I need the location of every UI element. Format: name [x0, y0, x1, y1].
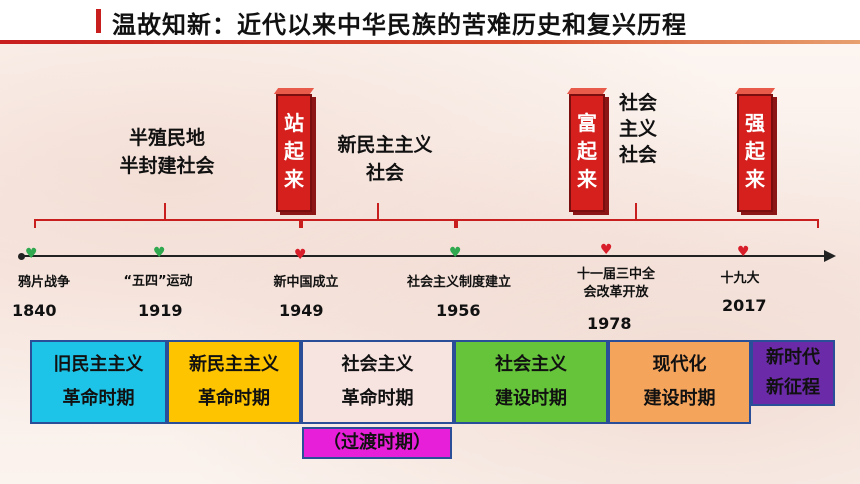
phase-socialist-revolution: 社会主义 革命时期 — [301, 340, 454, 424]
banner-get-rich: 富 起 来 — [569, 94, 605, 212]
phase-line: 旧民主主义 — [53, 354, 144, 375]
event-label-opium-war: 鸦片战争 — [17, 275, 70, 290]
period-label-line: 半殖民地 — [128, 127, 205, 149]
year-label: 1840 — [12, 301, 57, 320]
event-label-line: 会改革开放 — [583, 285, 649, 300]
brace-socialism — [456, 203, 819, 228]
event-label-line: 十一届三中全 — [576, 267, 655, 282]
period-label-line: 半封建社会 — [119, 155, 215, 177]
banner-char: 站 — [284, 111, 304, 135]
heart-marker-icon: ♥ — [153, 245, 166, 261]
timeline-arrow — [824, 250, 836, 262]
banner-char: 来 — [284, 167, 304, 191]
banner-become-strong: 强 起 来 — [737, 94, 773, 212]
phase-socialist-construction: 社会主义 建设时期 — [454, 340, 608, 424]
period-label-line: 主义 — [618, 118, 657, 140]
banner-char: 强 — [745, 111, 765, 135]
phase-line: 革命时期 — [62, 388, 135, 409]
year-label: 1956 — [436, 301, 481, 320]
phase-line: 社会主义 — [495, 354, 567, 375]
phase-line: 革命时期 — [341, 388, 414, 409]
heart-marker-icon: ♥ — [294, 247, 307, 263]
phase-line: 现代化 — [652, 354, 707, 375]
phase-new-era: 新时代 新征程 — [751, 340, 835, 406]
phase-transition-note: （过渡时期） — [302, 427, 452, 459]
event-label-socialist-system: 社会主义制度建立 — [406, 275, 511, 290]
title-accent-bar — [96, 9, 101, 33]
phase-line: 革命时期 — [198, 388, 270, 409]
brace-new-democratic — [301, 203, 456, 228]
phase-line: 新民主主义 — [189, 354, 279, 375]
title-bar: 温故知新：近代以来中华民族的苦难历史和复兴历程 — [0, 0, 860, 44]
period-label-line: 社会 — [618, 92, 657, 114]
phase-line: 新时代 — [766, 347, 820, 368]
heart-marker-icon: ♥ — [25, 246, 38, 262]
period-label-line: 新民主主义 — [337, 134, 433, 156]
period-label-semi-colonial: 半殖民地 半封建社会 — [92, 124, 242, 180]
year-label: 2017 — [722, 296, 767, 315]
phase-line: 社会主义 — [341, 354, 414, 375]
phase-line: 新征程 — [766, 377, 820, 398]
year-label: 1919 — [138, 301, 183, 320]
brace-semi-colonial — [34, 203, 301, 228]
page-title: 温故知新：近代以来中华民族的苦难历史和复兴历程 — [112, 11, 687, 39]
banner-char: 起 — [745, 139, 765, 163]
phase-line: 建设时期 — [495, 388, 567, 409]
period-label-line: 社会 — [618, 144, 657, 166]
heart-marker-icon: ♥ — [449, 245, 462, 261]
event-label-may-fourth: “五四”运动 — [123, 274, 193, 289]
heart-marker-icon: ♥ — [600, 242, 613, 258]
phase-line: 建设时期 — [643, 388, 716, 409]
banner-char: 起 — [284, 139, 304, 163]
event-label-prc-founded: 新中国成立 — [273, 275, 339, 290]
phase-new-democratic-revolution: 新民主主义 革命时期 — [167, 340, 301, 424]
heart-marker-icon: ♥ — [737, 244, 750, 260]
period-label-new-democratic: 新民主主义 社会 — [310, 131, 460, 187]
banner-stand-up: 站 起 来 — [276, 94, 312, 212]
timeline-start-dot — [18, 253, 25, 260]
banner-char: 富 — [577, 111, 597, 135]
event-label-reform-opening: 十一届三中全 会改革开放 — [556, 266, 676, 302]
banner-char: 起 — [577, 139, 597, 163]
year-label: 1978 — [587, 314, 632, 333]
phase-old-democratic-revolution: 旧民主主义 革命时期 — [30, 340, 167, 424]
period-label-line: 社会 — [365, 162, 404, 184]
banner-char: 来 — [577, 167, 597, 191]
phase-modernization: 现代化 建设时期 — [608, 340, 751, 424]
banner-char: 来 — [745, 167, 765, 191]
event-label-19th-congress: 十九大 — [720, 271, 760, 286]
year-label: 1949 — [279, 301, 324, 320]
period-label-socialism: 社会 主义 社会 — [610, 90, 666, 168]
